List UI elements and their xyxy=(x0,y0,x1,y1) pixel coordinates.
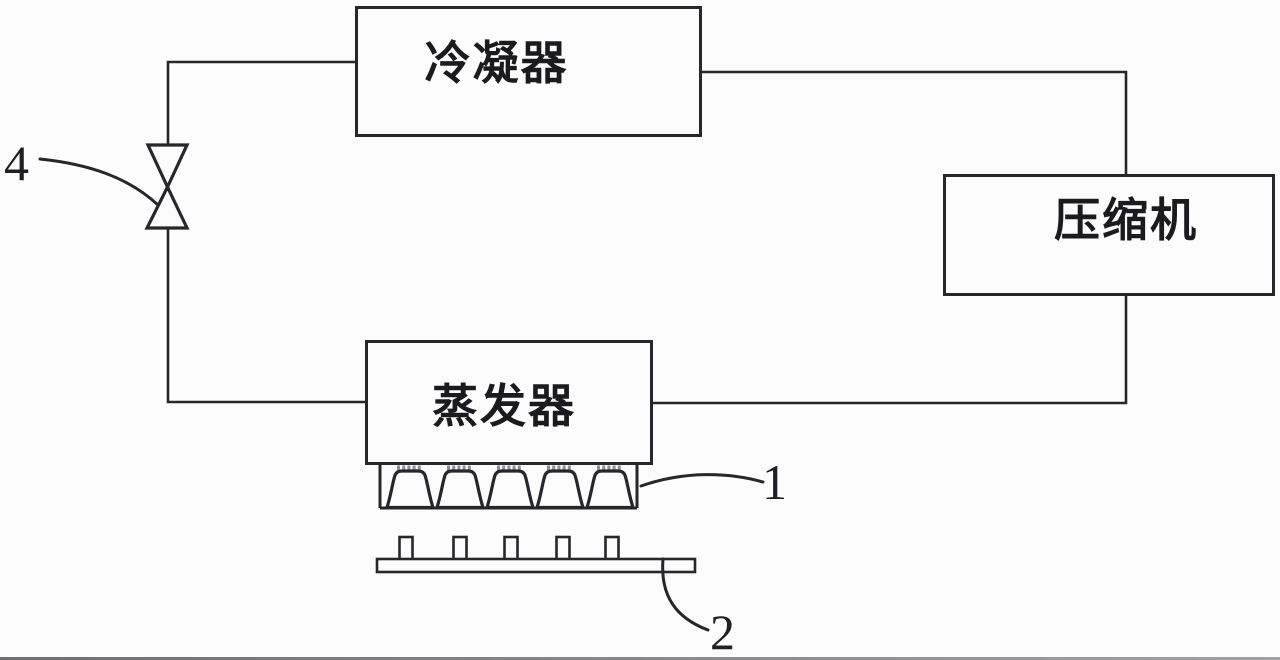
leader-line-plate xyxy=(661,557,710,632)
pipe-condenser-to-compressor xyxy=(701,70,1128,174)
expansion-valve-icon xyxy=(144,143,190,230)
suction-cup xyxy=(434,469,486,510)
pin xyxy=(398,535,414,562)
evaporator-label: 蒸发器 xyxy=(432,379,576,432)
pin-plate xyxy=(375,557,697,574)
leader-line-cups xyxy=(639,473,765,488)
pin xyxy=(452,535,468,562)
valve-upper-triangle xyxy=(145,143,190,191)
pipe-valve-to-evaporator xyxy=(166,228,366,404)
pin xyxy=(503,535,519,562)
pin xyxy=(604,535,620,562)
pipe-condenser-to-valve xyxy=(166,60,356,145)
callout-number-plate: 2 xyxy=(710,604,735,660)
suction-cup xyxy=(484,469,536,510)
callout-number-cups: 1 xyxy=(762,454,787,510)
leader-line-valve xyxy=(38,157,160,207)
pin-plate-assembly xyxy=(375,535,697,574)
callout-number-valve: 4 xyxy=(4,135,29,191)
condenser-box: 冷凝器 xyxy=(355,6,702,137)
suction-cup xyxy=(534,469,586,510)
suction-cups xyxy=(384,465,636,510)
scan-edge-artifact xyxy=(0,657,1280,660)
compressor-box: 压缩机 xyxy=(943,174,1275,296)
suction-cup xyxy=(384,469,436,510)
suction-cup xyxy=(584,469,636,510)
valve-lower-triangle xyxy=(144,183,190,230)
evaporator-box: 蒸发器 xyxy=(365,340,653,465)
pipe-compressor-to-evaporator xyxy=(652,295,1128,405)
condenser-label: 冷凝器 xyxy=(424,36,569,89)
compressor-label: 压缩机 xyxy=(1054,194,1198,246)
pin xyxy=(555,535,571,562)
